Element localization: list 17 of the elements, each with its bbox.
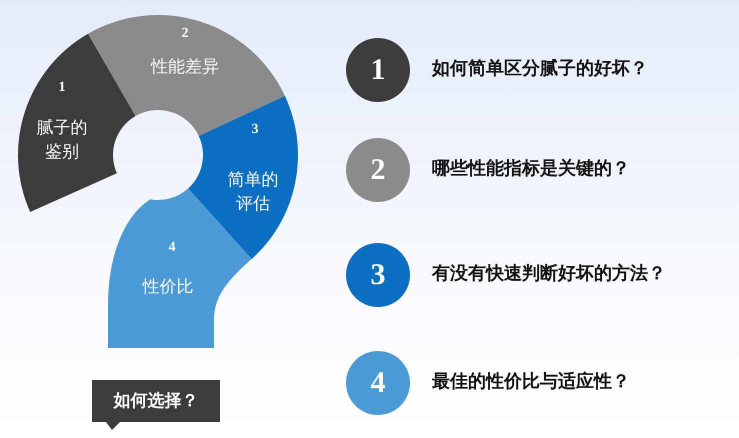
question-text: 有没有快速判断好坏的方法？: [432, 262, 666, 285]
segment-label: 腻子的鉴别: [36, 117, 88, 164]
segment-number: 3: [252, 122, 258, 138]
number-circle: 3: [346, 243, 410, 307]
segment-label: 性能差异: [150, 56, 220, 79]
segment-number: 4: [168, 240, 176, 256]
segment-number: 2: [182, 26, 188, 42]
segment-label: 简单的评估: [226, 169, 280, 216]
question-text: 哪些性能指标是关键的？: [432, 157, 630, 180]
question-text: 最佳的性价比与适应性？: [432, 370, 630, 393]
question-text: 如何简单区分腻子的好坏？: [432, 57, 648, 80]
callout-text: 如何选择？: [112, 390, 200, 412]
number-circle: 1: [346, 38, 410, 102]
segment-label: 性价比: [141, 276, 194, 299]
number-circle: 4: [346, 351, 410, 415]
segment-number: 1: [58, 80, 66, 96]
number-circle: 2: [346, 138, 410, 202]
